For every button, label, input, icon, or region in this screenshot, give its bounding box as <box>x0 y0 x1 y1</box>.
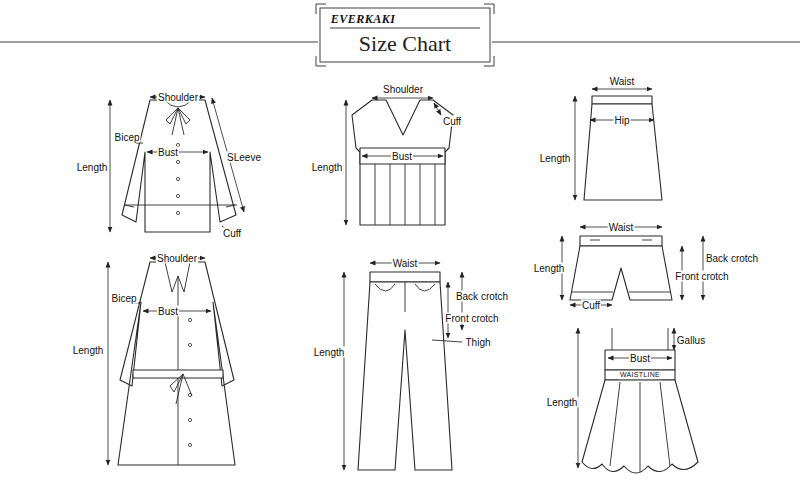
header-frame <box>0 4 800 66</box>
measure-label: Waist <box>609 76 636 87</box>
measure-label: Front crotch <box>444 313 499 324</box>
skirt-drawing <box>575 89 662 200</box>
measure-label: Bicep <box>113 132 140 143</box>
measure-label: Back crotch <box>455 291 509 302</box>
measure-label: Bicep <box>110 293 137 304</box>
measure-label: Length <box>311 162 344 173</box>
measure-label: Bust <box>157 306 179 317</box>
tank-top-drawing <box>346 98 453 225</box>
measure-label: Length <box>313 347 346 358</box>
measure-label: Shoulder <box>157 92 199 103</box>
measure-label: Front crotch <box>674 271 729 282</box>
measure-label: Thigh <box>464 337 491 348</box>
measure-label: Cuff <box>222 228 242 239</box>
dress-drawing <box>578 328 698 473</box>
measure-label: WAISTLINE <box>619 371 661 379</box>
measure-label: Length <box>72 345 105 356</box>
coat-drawing <box>108 258 235 465</box>
measure-label: Waist <box>608 222 635 233</box>
measure-label: SLeeve <box>226 152 262 163</box>
shorts-drawing <box>562 227 703 305</box>
blouse-drawing <box>110 97 244 232</box>
measure-label: Cuff <box>581 300 601 311</box>
measure-label: Gallus <box>676 335 706 346</box>
measure-label: Shoulder <box>382 84 424 95</box>
trousers-drawing <box>344 263 462 470</box>
chart-title: Size Chart <box>359 31 451 57</box>
measure-label: Length <box>546 397 579 408</box>
brand-logo: EVERKAKI <box>330 13 397 26</box>
measure-label: Bust <box>629 353 651 364</box>
measure-label: Hip <box>613 115 630 126</box>
measure-label: Cuff <box>442 116 462 127</box>
measure-label: Length <box>533 263 566 274</box>
measure-label: Bust <box>391 151 413 162</box>
measure-label: Shoulder <box>156 253 198 264</box>
measure-label: Bust <box>157 147 179 158</box>
measure-label: Back crotch <box>705 253 759 264</box>
measure-label: Waist <box>392 258 419 269</box>
measure-label: Length <box>539 153 572 164</box>
measure-label: Length <box>76 162 109 173</box>
